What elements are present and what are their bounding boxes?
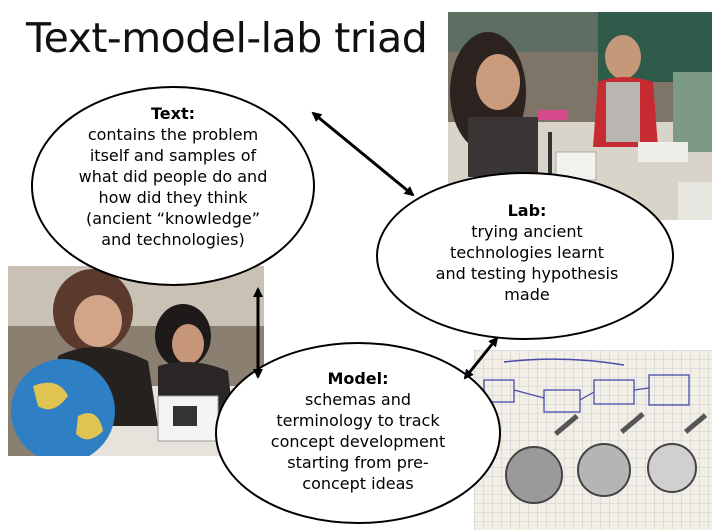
slide-title: Text-model-lab triad — [26, 14, 428, 62]
lab-node-line: made — [504, 285, 550, 304]
text-node-line: how did they think — [98, 188, 248, 207]
lab-node-line: trying ancient — [471, 222, 583, 241]
model-node-ellipse — [215, 342, 501, 524]
model-node-line: schemas and — [304, 390, 412, 409]
text-node-heading: Text: — [150, 104, 195, 123]
model-node-line: concept ideas — [302, 474, 414, 493]
model-node-line: concept development — [270, 432, 446, 451]
notebook-photo — [474, 350, 712, 530]
arrow-text-lab — [311, 111, 415, 197]
lab-node-ellipse — [376, 172, 674, 340]
model-node-heading: Model: — [327, 369, 389, 388]
text-node-line: what did people do and — [78, 167, 268, 186]
model-node: Model: schemas and terminology to track … — [248, 368, 468, 494]
lab-node-line: technologies learnt — [450, 243, 604, 262]
classroom-left-photo — [8, 266, 264, 456]
text-node-line: (ancient “knowledge” — [85, 209, 261, 228]
text-node-line: and technologies) — [101, 230, 245, 249]
model-node-line: starting from pre- — [287, 453, 429, 472]
text-node-line: itself and samples of — [89, 146, 257, 165]
arrow-lab-model — [463, 336, 499, 380]
text-node: Text: contains the problem itself and sa… — [72, 103, 274, 250]
model-node-line: terminology to track — [276, 411, 440, 430]
lab-node: Lab: trying ancient technologies learnt … — [415, 200, 639, 305]
text-node-line: contains the problem — [87, 125, 259, 144]
lab-node-heading: Lab: — [507, 201, 547, 220]
lab-node-line: and testing hypothesis — [435, 264, 619, 283]
